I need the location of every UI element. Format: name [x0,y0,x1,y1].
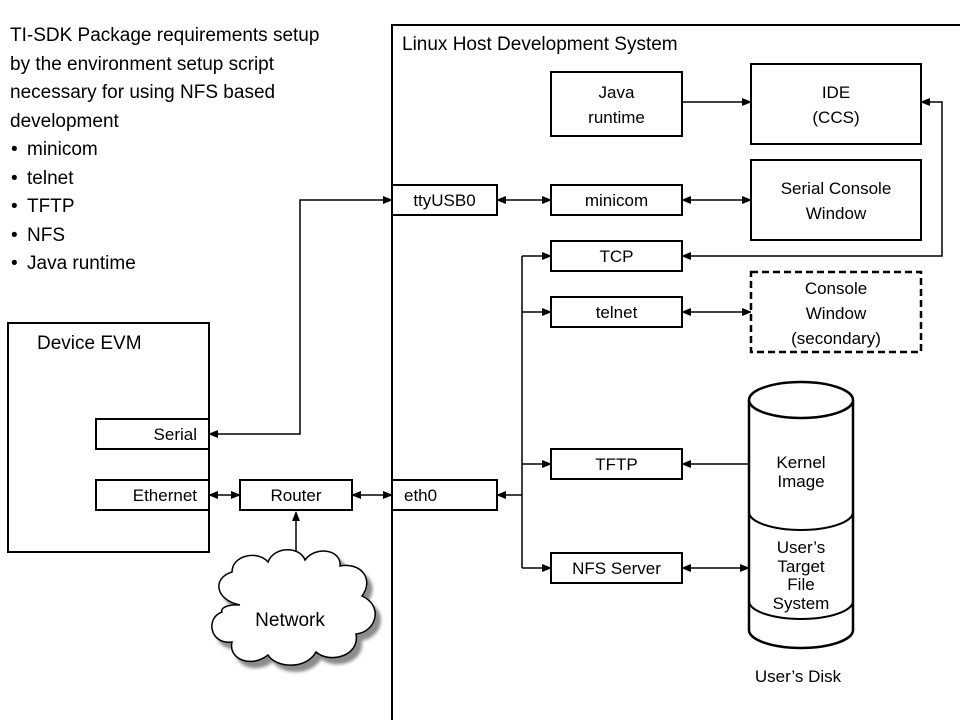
requirement-item: NFS [10,222,340,251]
serial-console-label-line2: Window [806,204,867,223]
tcp-to-ide-arrow [681,98,943,260]
router-label: Router [270,486,321,505]
tftp-box[interactable]: TFTP [550,448,683,480]
eth0-port[interactable]: eth0 [391,479,498,511]
tcp-label: TCP [600,247,634,266]
ide-label-line1: IDE [822,83,850,102]
minicom-label: minicom [585,191,648,210]
linux-host-title: Linux Host Development System [402,34,678,55]
console-secondary-label-line3: (secondary) [791,329,881,348]
target-fs-label-line2: Target [777,557,825,576]
tftp-label: TFTP [595,455,638,474]
network-label: Network [255,610,325,631]
requirement-item: TFTP [10,193,340,222]
console-secondary-label-line1: Console [805,279,867,298]
console-window-secondary-box[interactable]: Console Window (secondary) [749,270,923,354]
console-secondary-label-line2: Window [806,304,867,323]
requirements-note: TI-SDK Package requirements setup by the… [10,22,340,279]
target-fs-label-line4: System [773,594,830,613]
requirements-heading: TI-SDK Package requirements setup by the… [10,25,320,132]
ide-label-line2: (CCS) [812,108,859,127]
tcp-box[interactable]: TCP [550,240,683,272]
requirement-item: minicom [10,136,340,165]
serial-console-window-box[interactable]: Serial Console Window [750,159,922,241]
target-fs-label-line1: User’s [777,538,826,557]
device-evm-title: Device EVM [37,333,142,354]
requirements-list: minicom telnet TFTP NFS Java runtime [10,136,340,279]
serial-console-label-line1: Serial Console [781,179,892,198]
serial-ttyusb0-arrow [208,196,393,438]
evm-serial-port[interactable]: Serial [95,418,210,450]
nfs-server-label: NFS Server [572,559,661,578]
telnet-label: telnet [596,303,638,322]
network-cloud[interactable]: Network [211,549,376,666]
ttyusb0-port[interactable]: ttyUSB0 [391,184,498,216]
users-disk-cylinder[interactable]: Kernel Image User’s Target File System [747,380,855,650]
kernel-image-label-line2: Image [777,472,824,491]
disk-partition-divider [748,511,854,531]
telnet-box[interactable]: telnet [550,296,683,328]
ttyusb0-label: ttyUSB0 [413,191,475,210]
router-box[interactable]: Router [239,479,353,511]
ide-box[interactable]: IDE (CCS) [750,63,922,145]
java-runtime-box[interactable]: Java runtime [550,71,683,137]
disk-partition-divider-bottom [748,600,854,620]
users-disk-label: User’s Disk [755,667,842,686]
kernel-image-label-line1: Kernel [776,453,825,472]
evm-ethernet-label: Ethernet [133,486,198,505]
evm-serial-label: Serial [154,425,197,444]
requirement-item: Java runtime [10,250,340,279]
minicom-box[interactable]: minicom [550,184,683,216]
java-runtime-label-line2: runtime [588,108,645,127]
target-fs-label-line3: File [787,575,814,594]
java-runtime-label-line1: Java [599,83,635,102]
evm-ethernet-port[interactable]: Ethernet [95,479,210,511]
nfs-server-box[interactable]: NFS Server [550,552,683,584]
eth0-label: eth0 [404,486,437,505]
requirement-item: telnet [10,165,340,194]
